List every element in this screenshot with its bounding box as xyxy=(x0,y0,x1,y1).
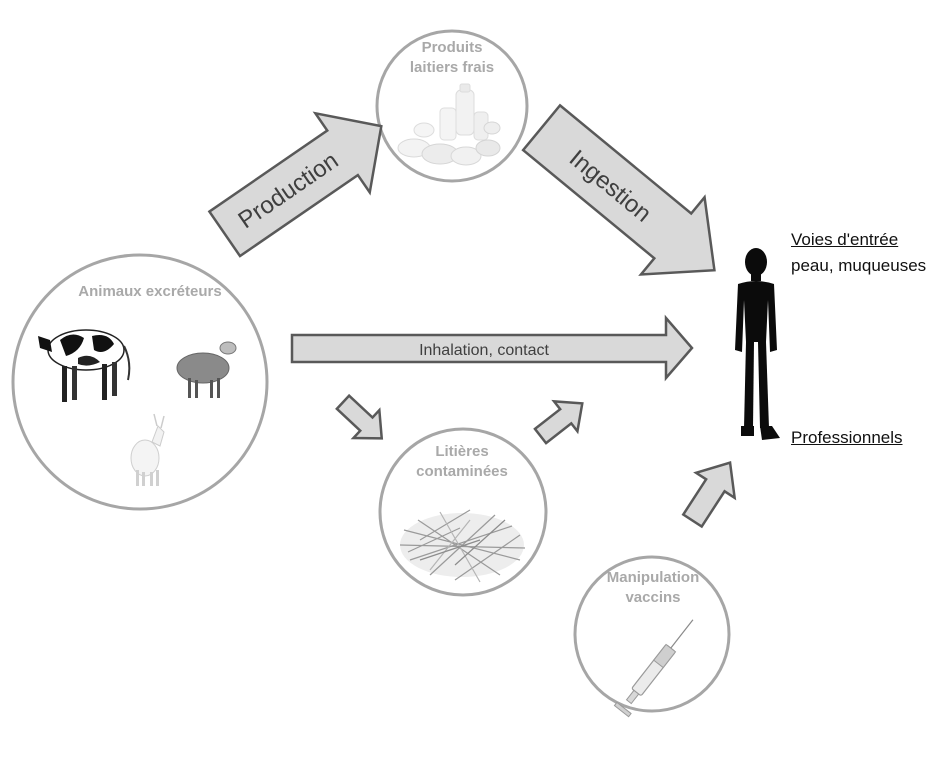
goat-icon xyxy=(130,413,165,486)
vaccines-to-human-arrow xyxy=(681,461,737,529)
person-silhouette-icon xyxy=(735,248,780,440)
inhalation-contact-arrow: Inhalation, contact xyxy=(290,314,694,382)
inhalation-contact-label: Inhalation, contact xyxy=(419,342,549,359)
dairy-label-line2: laitiers frais xyxy=(410,59,494,76)
litter-label-line2: contaminées xyxy=(416,463,508,480)
entry-routes-detail: peau, muqueuses xyxy=(791,256,927,275)
dairy-products-icon xyxy=(397,83,501,166)
dairy-label-line1: Produits xyxy=(422,39,483,56)
vaccines-label-line2: vaccins xyxy=(625,589,680,606)
straw-icon xyxy=(399,509,526,583)
vaccines-circle xyxy=(573,555,731,713)
litter-to-human-arrow xyxy=(533,399,584,445)
professionals-label: Professionnels xyxy=(791,428,903,447)
vaccines-label-line1: Manipulation xyxy=(607,569,700,586)
ingestion-arrow: Ingestion xyxy=(521,103,716,276)
entry-routes-title: Voies d'entrée xyxy=(791,230,899,249)
cow-icon xyxy=(38,329,131,402)
litter-label-line1: Litières xyxy=(435,443,488,460)
animals-circle xyxy=(11,253,269,511)
animals-label: Animaux excréteurs xyxy=(78,283,221,300)
syringe-icon xyxy=(613,619,694,718)
animals-to-litter-arrow xyxy=(335,393,384,440)
sheep-icon xyxy=(176,341,237,398)
